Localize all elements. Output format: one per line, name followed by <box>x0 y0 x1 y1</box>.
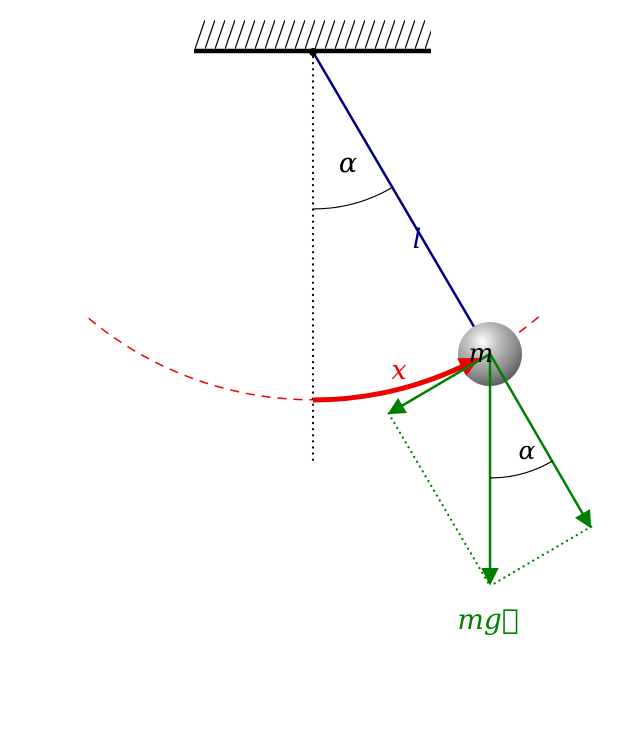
bottom-angle-label: α <box>519 436 536 465</box>
bottom-angle-arc <box>489 460 554 479</box>
component-projection-dotted-line-right <box>488 525 593 588</box>
tangential-component-arrow <box>387 352 491 415</box>
pivot-point <box>309 48 317 56</box>
rod-length-label: l <box>413 224 422 255</box>
pendulum-rod <box>311 51 492 355</box>
radial-component-arrow <box>488 353 592 529</box>
gravity-vector-label: mg⃗ <box>457 603 518 636</box>
displacement-arc-arrow <box>312 357 480 403</box>
component-projection-dotted-line-left <box>387 412 492 588</box>
arc-coordinate-label: x <box>391 355 406 386</box>
ceiling-hatching <box>195 20 431 49</box>
top-angle-label: α <box>339 148 357 179</box>
top-angle-arc <box>312 186 393 210</box>
mass-label: m <box>469 339 494 369</box>
